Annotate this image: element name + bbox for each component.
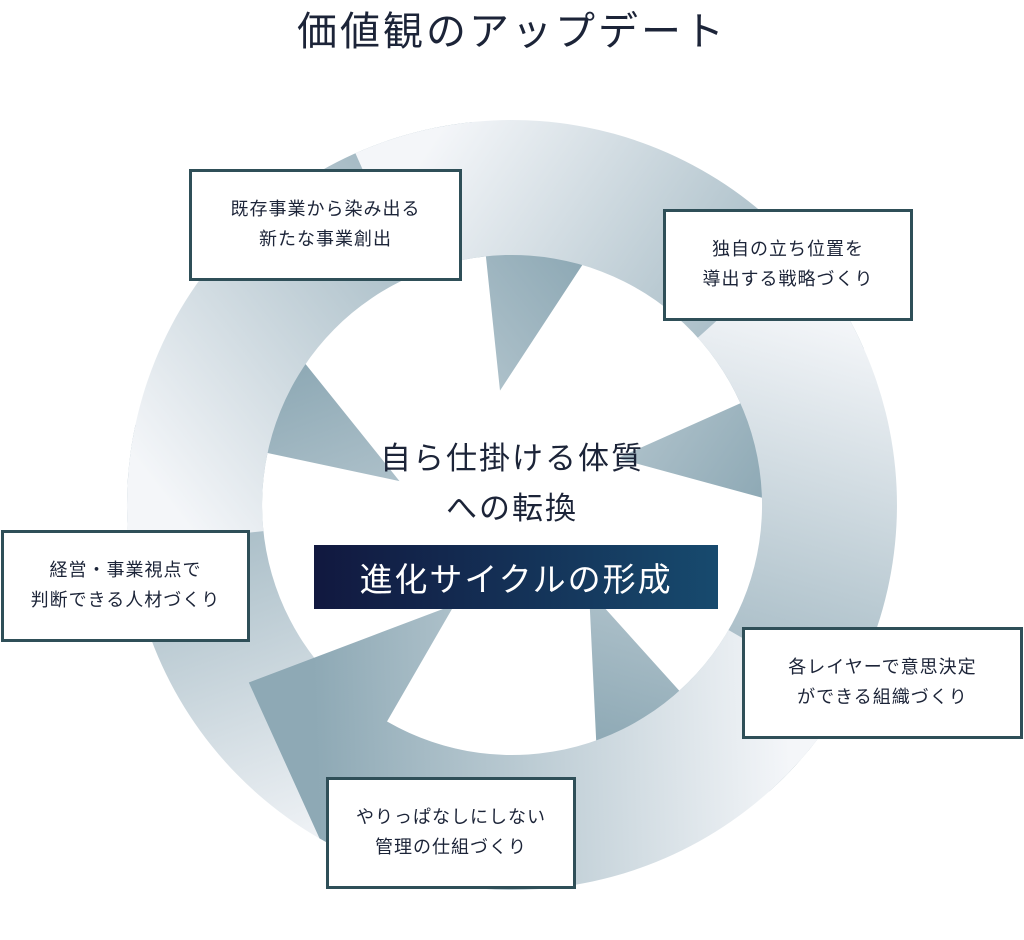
center-line-2: への転換	[446, 491, 578, 527]
step-box-talent: 経営・事業視点で 判断できる人材づくり	[1, 530, 250, 642]
banner-label: 進化サイクルの形成	[359, 560, 673, 599]
step-line-2: 新たな事業創出	[259, 229, 392, 250]
step-box-management: やりっぱなしにしない 管理の仕組づくり	[326, 777, 576, 889]
center-banner: 進化サイクルの形成	[314, 545, 718, 609]
step-box-new-business: 既存事業から染み出る 新たな事業創出	[189, 169, 462, 281]
center-line-1: 自ら仕掛ける体質	[380, 441, 644, 477]
step-line-2: 導出する戦略づくり	[702, 269, 874, 290]
step-box-organization: 各レイヤーで意思決定 ができる組織づくり	[742, 627, 1023, 739]
step-line-1: 既存事業から染み出る	[230, 199, 421, 220]
step-box-strategy: 独自の立ち位置を 導出する戦略づくり	[663, 209, 913, 321]
step-line-1: やりっぱなしにしない	[356, 807, 546, 828]
step-line-2: ができる組織づくり	[797, 687, 968, 708]
diagram-title: 価値観のアップデート	[297, 9, 727, 55]
center-text: 自ら仕掛ける体質 への転換	[312, 434, 712, 534]
step-line-2: 管理の仕組づくり	[375, 837, 527, 858]
banner-background	[314, 545, 718, 609]
step-line-1: 独自の立ち位置を	[712, 239, 864, 260]
step-line-2: 判断できる人材づくり	[30, 590, 221, 611]
step-line-1: 経営・事業視点で	[49, 560, 202, 581]
step-line-1: 各レイヤーで意思決定	[788, 657, 977, 678]
